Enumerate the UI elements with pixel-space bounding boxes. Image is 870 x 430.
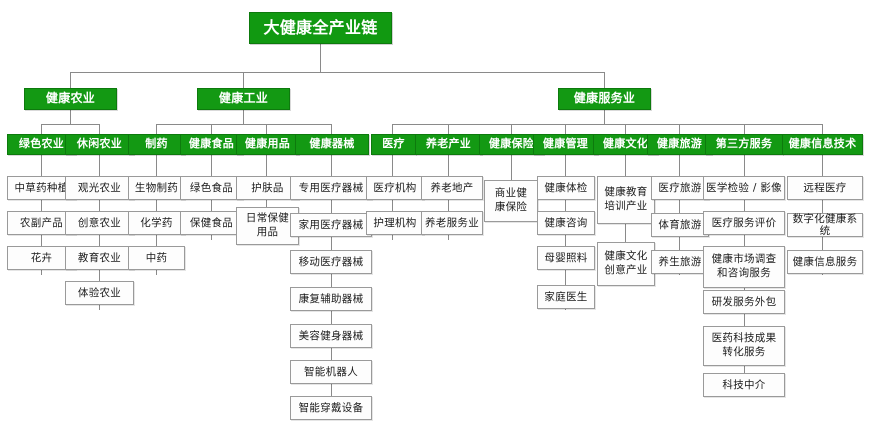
spine-baoxian: [511, 155, 512, 180]
leaf-node[interactable]: 科技中介: [703, 373, 785, 397]
leaf-node[interactable]: 母婴照料: [537, 246, 595, 270]
connector-bus-ind: [156, 124, 331, 125]
connector-drop-agri-2: [99, 124, 100, 134]
category-node-health-equipment[interactable]: 健康器械: [295, 134, 369, 155]
leaf-node[interactable]: 家庭医生: [537, 285, 595, 309]
category-node-medical[interactable]: 医疗: [371, 134, 416, 155]
leaf-node[interactable]: 农副产品: [7, 211, 76, 235]
leaf-node[interactable]: 化学药: [128, 211, 185, 235]
root-node-title[interactable]: 大健康全产业链: [249, 12, 392, 44]
category-node-elderly-care[interactable]: 养老产业: [415, 134, 482, 155]
leaf-node[interactable]: 健康信息服务: [787, 250, 863, 274]
leaf-node[interactable]: 观光农业: [65, 176, 134, 200]
connector-drop-ind-1: [156, 124, 157, 134]
branch-node-health-industry[interactable]: 健康工业: [197, 88, 290, 110]
connector-drop-serv-3: [511, 124, 512, 134]
leaf-node[interactable]: 医学检验 / 影像: [703, 176, 785, 200]
branch-node-health-service[interactable]: 健康服务业: [558, 88, 651, 110]
leaf-node[interactable]: 体育旅游: [651, 213, 709, 237]
leaf-node[interactable]: 生物制药: [128, 176, 185, 200]
connector-bus-serv: [392, 124, 822, 125]
connector-root-bus: [70, 72, 605, 73]
connector-drop-agri-1: [41, 124, 42, 134]
leaf-node[interactable]: 养老服务业: [421, 211, 483, 235]
category-node-green-agriculture[interactable]: 绿色农业: [7, 134, 76, 155]
connector-drop-ind-2: [211, 124, 212, 134]
leaf-node[interactable]: 智能机器人: [290, 360, 372, 384]
connector-drop-ind-4: [331, 124, 332, 134]
leaf-node[interactable]: 医药科技成果转化服务: [703, 326, 785, 366]
category-node-health-tourism[interactable]: 健康旅游: [647, 134, 712, 155]
leaf-node[interactable]: 医疗旅游: [651, 176, 709, 200]
connector-drop-serv-4: [565, 124, 566, 134]
connector-drop-l2-ind: [243, 72, 244, 88]
leaf-node[interactable]: 护肤品: [236, 176, 299, 200]
category-node-health-it[interactable]: 健康信息技术: [782, 134, 863, 155]
connector-root-stem: [320, 44, 321, 72]
leaf-node[interactable]: 商业健康保险: [484, 180, 538, 222]
leaf-node[interactable]: 花卉: [7, 246, 76, 270]
category-node-health-management[interactable]: 健康管理: [533, 134, 598, 155]
leaf-node[interactable]: 创意农业: [65, 211, 134, 235]
leaf-node[interactable]: 健康体检: [537, 176, 595, 200]
connector-drop-serv-6: [679, 124, 680, 134]
branch-node-health-agriculture[interactable]: 健康农业: [24, 88, 117, 110]
leaf-node[interactable]: 专用医疗器械: [290, 176, 372, 200]
leaf-node[interactable]: 绿色食品: [180, 176, 243, 200]
spine-yongpin: [266, 155, 267, 245]
leaf-node[interactable]: 医疗机构: [366, 176, 424, 200]
leaf-node[interactable]: 护理机构: [366, 211, 424, 235]
leaf-node[interactable]: 健康市场调查和咨询服务: [703, 246, 785, 288]
leaf-node[interactable]: 美容健身器械: [290, 324, 372, 348]
connector-bus-agri: [41, 124, 99, 125]
leaf-node[interactable]: 养老地产: [421, 176, 483, 200]
leaf-node[interactable]: 医疗服务评价: [703, 211, 785, 235]
leaf-node[interactable]: 保健食品: [180, 211, 243, 235]
leaf-node[interactable]: 中药: [128, 246, 185, 270]
connector-drop-serv-7: [744, 124, 745, 134]
connector-drop-l2-serv: [604, 72, 605, 88]
leaf-node[interactable]: 健康咨询: [537, 211, 595, 235]
connector-stem-ind: [243, 110, 244, 124]
connector-drop-serv-8: [822, 124, 823, 134]
leaf-node[interactable]: 家用医疗器械: [290, 213, 372, 237]
connector-drop-serv-1: [392, 124, 393, 134]
connector-stem-serv: [604, 110, 605, 124]
category-node-pharma[interactable]: 制药: [128, 134, 185, 155]
leaf-node[interactable]: 数字化健康系统: [787, 213, 863, 237]
category-node-leisure-agriculture[interactable]: 休闲农业: [65, 134, 134, 155]
connector-drop-serv-5: [625, 124, 626, 134]
leaf-node[interactable]: 体验农业: [65, 281, 134, 305]
leaf-node[interactable]: 健康文化创意产业: [597, 242, 655, 286]
connector-drop-ind-3: [266, 124, 267, 134]
connector-drop-serv-2: [448, 124, 449, 134]
category-node-health-food[interactable]: 健康食品: [180, 134, 243, 155]
leaf-node[interactable]: 养生旅游: [651, 250, 709, 274]
connector-stem-agri: [70, 110, 71, 124]
category-node-third-party-service[interactable]: 第三方服务: [705, 134, 783, 155]
connector-drop-l2-agri: [70, 72, 71, 88]
leaf-node[interactable]: 研发服务外包: [703, 290, 785, 314]
leaf-node[interactable]: 移动医疗器械: [290, 250, 372, 274]
leaf-node[interactable]: 教育农业: [65, 246, 134, 270]
leaf-node[interactable]: 日常保健用品: [236, 207, 299, 245]
category-node-health-supplies[interactable]: 健康用品: [236, 134, 299, 155]
leaf-node[interactable]: 智能穿戴设备: [290, 396, 372, 420]
category-node-health-culture[interactable]: 健康文化: [593, 134, 658, 155]
leaf-node[interactable]: 远程医疗: [787, 176, 863, 200]
leaf-node[interactable]: 康复辅助器械: [290, 287, 372, 311]
leaf-node[interactable]: 健康教育培训产业: [597, 176, 655, 224]
